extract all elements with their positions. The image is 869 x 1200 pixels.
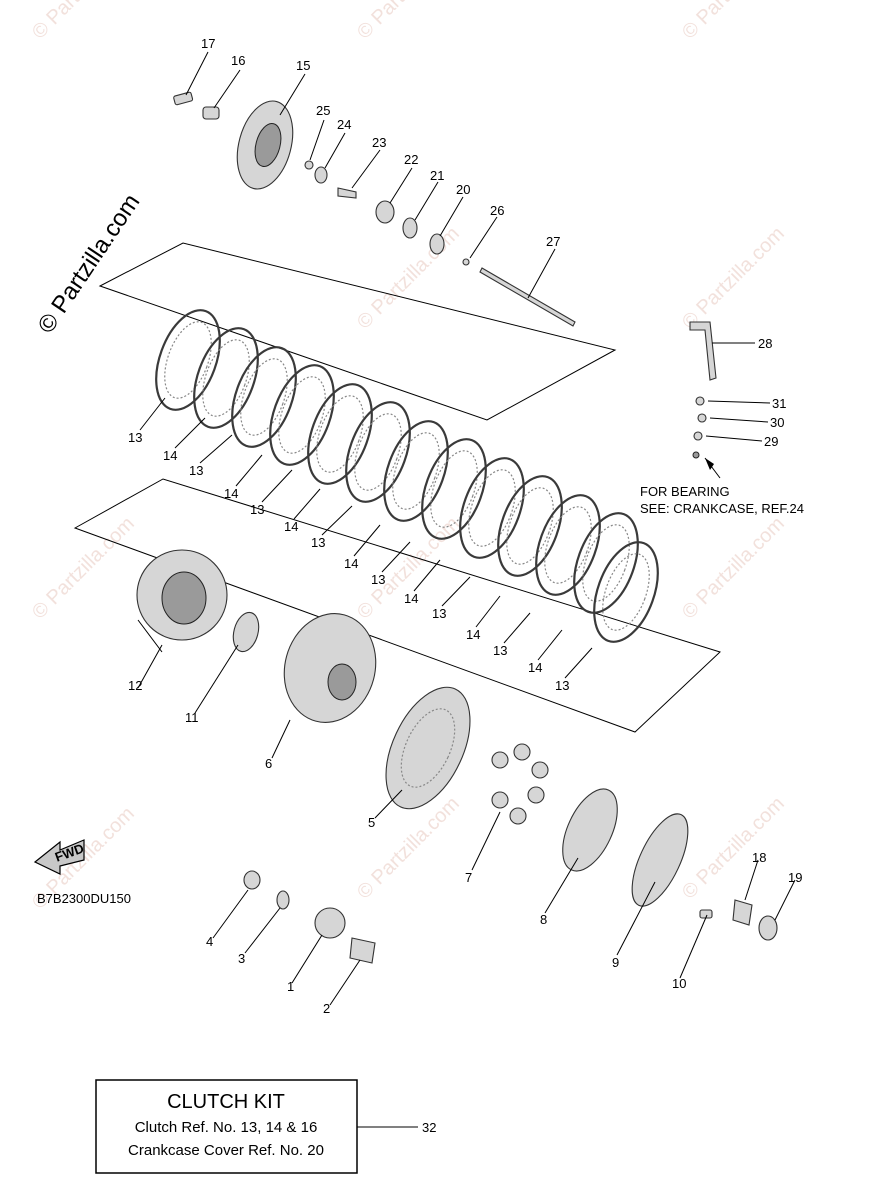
callout: 13 [311,535,325,550]
callout: 14 [163,448,177,463]
watermark-tile: © Partzilla.com [353,0,464,44]
callout: 20 [456,182,470,197]
callout: 4 [206,934,213,949]
callout: 24 [337,117,351,132]
callout: 28 [758,336,772,351]
watermark-tile: © Partzilla.com [28,0,139,44]
callout: 2 [323,1001,330,1016]
pressure-plate-group [173,91,576,327]
callout: 11 [185,710,199,725]
callout: 25 [316,103,330,118]
fwd-arrow-icon: FWD [33,839,86,875]
watermark-tile: © Partzilla.com [353,513,464,624]
callout: 29 [764,434,778,449]
callout: 14 [224,486,238,501]
clutch-kit-line1: Clutch Ref. No. 13, 14 & 16 [135,1119,318,1136]
callouts: 17 16 15 25 24 23 22 21 20 26 27 28 31 3… [128,36,802,1135]
pushrod-group [689,321,721,479]
callout: 13 [371,572,385,587]
watermark-tile: © Partzilla.com [678,513,789,624]
watermark-tile: © Partzilla.com [678,0,789,44]
clutch-kit-line2: Crankcase Cover Ref. No. 20 [128,1142,324,1159]
callout: 13 [250,502,264,517]
bearing-note-line1: FOR BEARING [640,484,730,499]
callout: 8 [540,912,547,927]
clutch-kit-title: CLUTCH KIT [167,1091,285,1113]
callout: 17 [201,36,215,51]
callout: 13 [432,606,446,621]
callout: 30 [770,415,784,430]
callout: 14 [344,556,358,571]
callout: 10 [672,976,686,991]
diagram-code: B7B2300DU150 [37,891,131,906]
watermark-tile: © Partzilla.com [678,223,789,334]
callout: 9 [612,955,619,970]
callout: 12 [128,678,142,693]
watermark-tile: © Partzilla.com [353,223,464,334]
callout: 7 [465,870,472,885]
callout: 31 [772,396,786,411]
partzilla-watermark: © Partzilla.com [33,189,146,338]
clutch-kit-box: CLUTCH KIT Clutch Ref. No. 13, 14 & 16 C… [95,1079,358,1174]
callout: 13 [493,643,507,658]
clutch-plates [155,309,659,643]
plate-box-lower [73,478,721,733]
callout: 16 [231,53,245,68]
callout: 13 [555,678,569,693]
callout: 21 [430,168,444,183]
callout: 13 [128,430,142,445]
callout: 18 [752,850,766,865]
watermark-tile: © Partzilla.com [28,513,139,624]
lower-parts [136,549,778,964]
bearing-note-line2: SEE: CRANKCASE, REF.24 [640,501,804,516]
callout: 14 [284,519,298,534]
callout: 26 [490,203,504,218]
callout: 32 [422,1120,436,1135]
callout: 14 [404,591,418,606]
callout: 3 [238,951,245,966]
callout: 15 [296,58,310,73]
callout: 22 [404,152,418,167]
callout: 5 [368,815,375,830]
callout: 13 [189,463,203,478]
callout: 14 [528,660,542,675]
callout: 14 [466,627,480,642]
callout: 19 [788,870,802,885]
watermark-tile: © Partzilla.com [678,793,789,904]
leader-lines [137,51,796,1128]
callout: 1 [287,979,294,994]
callout: 6 [265,756,272,771]
callout: 27 [546,234,560,249]
callout: 23 [372,135,386,150]
plate-box [98,242,617,421]
